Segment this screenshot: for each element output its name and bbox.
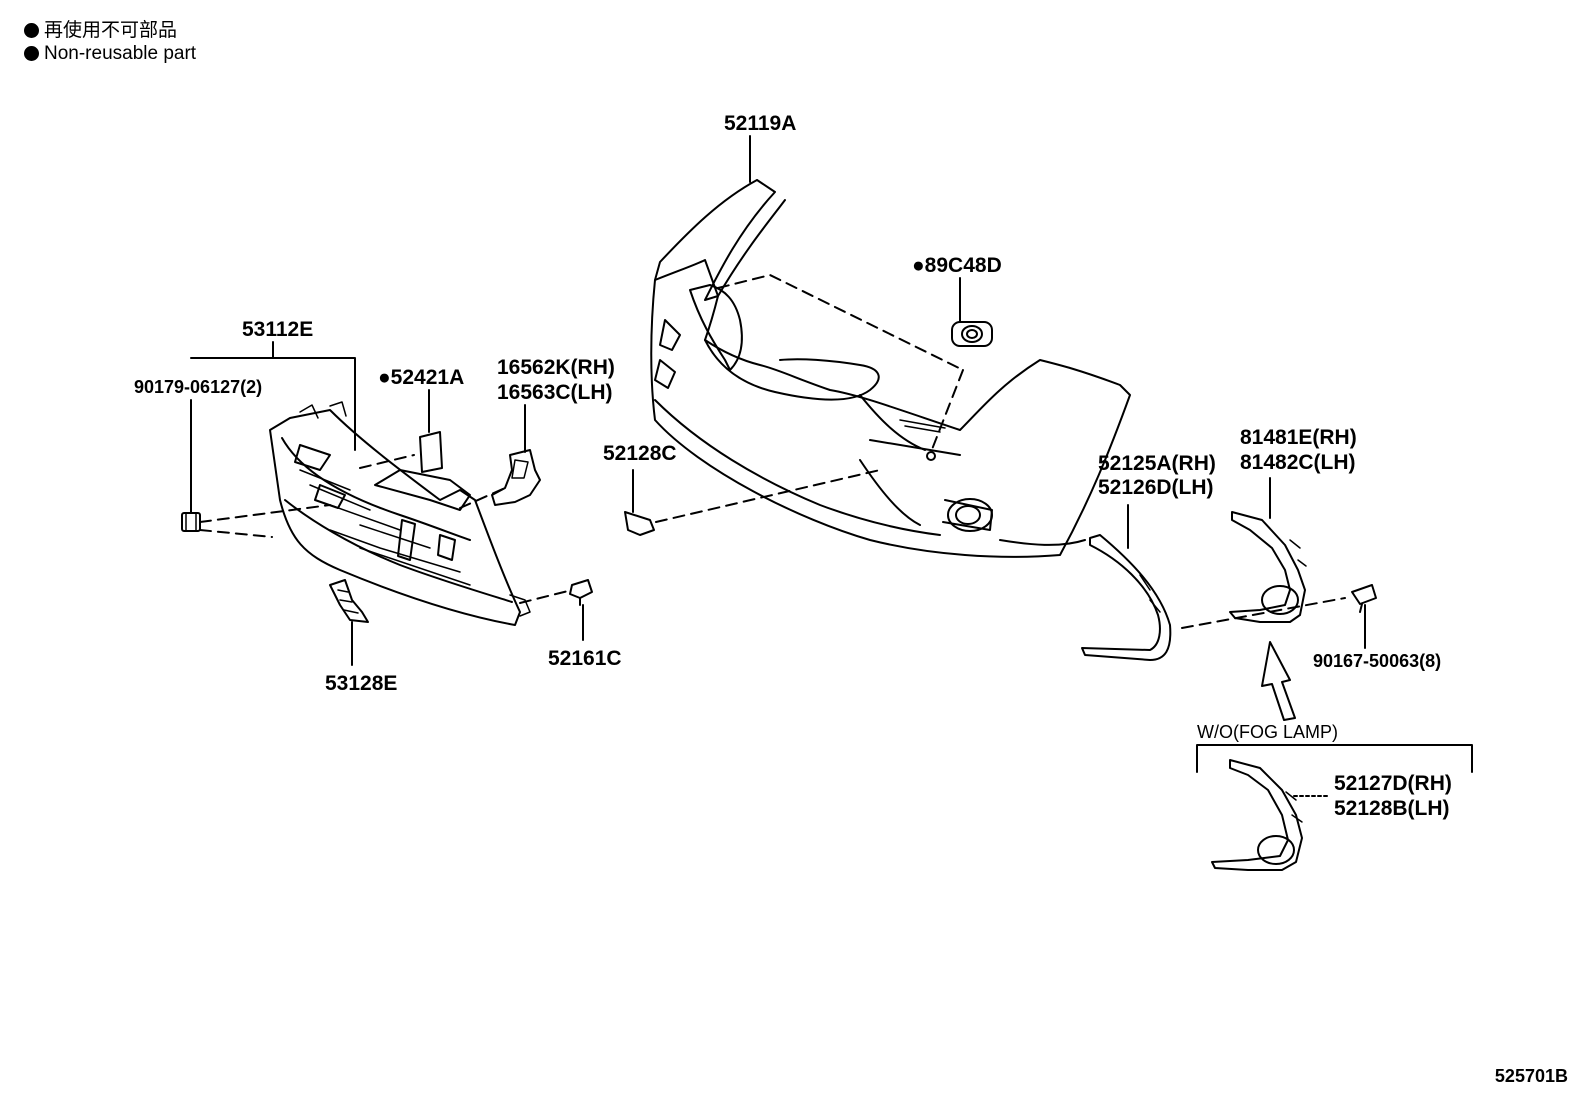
radiator-grille	[269, 401, 531, 626]
label-variant: W/O(FOG LAMP)	[1197, 722, 1338, 742]
screw-90167	[1351, 584, 1377, 613]
label-52125a: 52125A(RH)	[1098, 452, 1216, 475]
label-52127d: 52127D(RH)	[1334, 772, 1452, 795]
label-90167: 90167-50063(8)	[1313, 651, 1441, 671]
label-52119a: 52119A	[724, 112, 796, 135]
label-52128c: 52128C	[603, 442, 677, 465]
label-89c48d: ●89C48D	[912, 254, 1002, 277]
label-53112e: 53112E	[242, 318, 313, 341]
garnish-52125a	[1081, 534, 1172, 661]
label-16562k: 16562K(RH)	[497, 356, 615, 379]
label-81481e: 81481E(RH)	[1240, 426, 1357, 449]
diagram-reference: 525701B	[1494, 1066, 1568, 1086]
label-52126d: 52126D(LH)	[1098, 476, 1214, 499]
label-52161c: 52161C	[548, 647, 622, 670]
bracket-16562k	[491, 449, 541, 506]
sensor-89c48d	[951, 321, 993, 347]
legend-jp-text: 再使用不可部品	[44, 20, 178, 41]
label-90179: 90179-06127(2)	[134, 377, 262, 397]
non-reusable-dot-icon	[24, 23, 39, 38]
legend-en: Non-reusable part	[24, 43, 196, 65]
label-52421a: ●52421A	[378, 366, 464, 389]
label-81482c: 81482C(LH)	[1240, 451, 1356, 474]
cover-52128c	[624, 511, 655, 536]
label-52128b: 52128B(LH)	[1334, 797, 1450, 820]
non-reusable-dot-icon	[24, 46, 39, 61]
emblem-plate-52421a	[419, 431, 443, 473]
arrow-icon	[1261, 641, 1296, 721]
label-16563c: 16563C(LH)	[497, 381, 613, 404]
legend-jp: 再使用不可部品	[24, 20, 177, 42]
bumper-cover	[650, 179, 1131, 558]
clip-90179	[181, 512, 201, 532]
clip-52161c	[569, 579, 593, 606]
fog-lamp-cover-81481e	[1229, 511, 1307, 623]
label-53128e: 53128E	[325, 672, 397, 695]
fog-lamp-cover-52127d	[1211, 759, 1303, 871]
molding-53128e	[329, 579, 369, 623]
legend-en-text: Non-reusable part	[44, 43, 197, 64]
